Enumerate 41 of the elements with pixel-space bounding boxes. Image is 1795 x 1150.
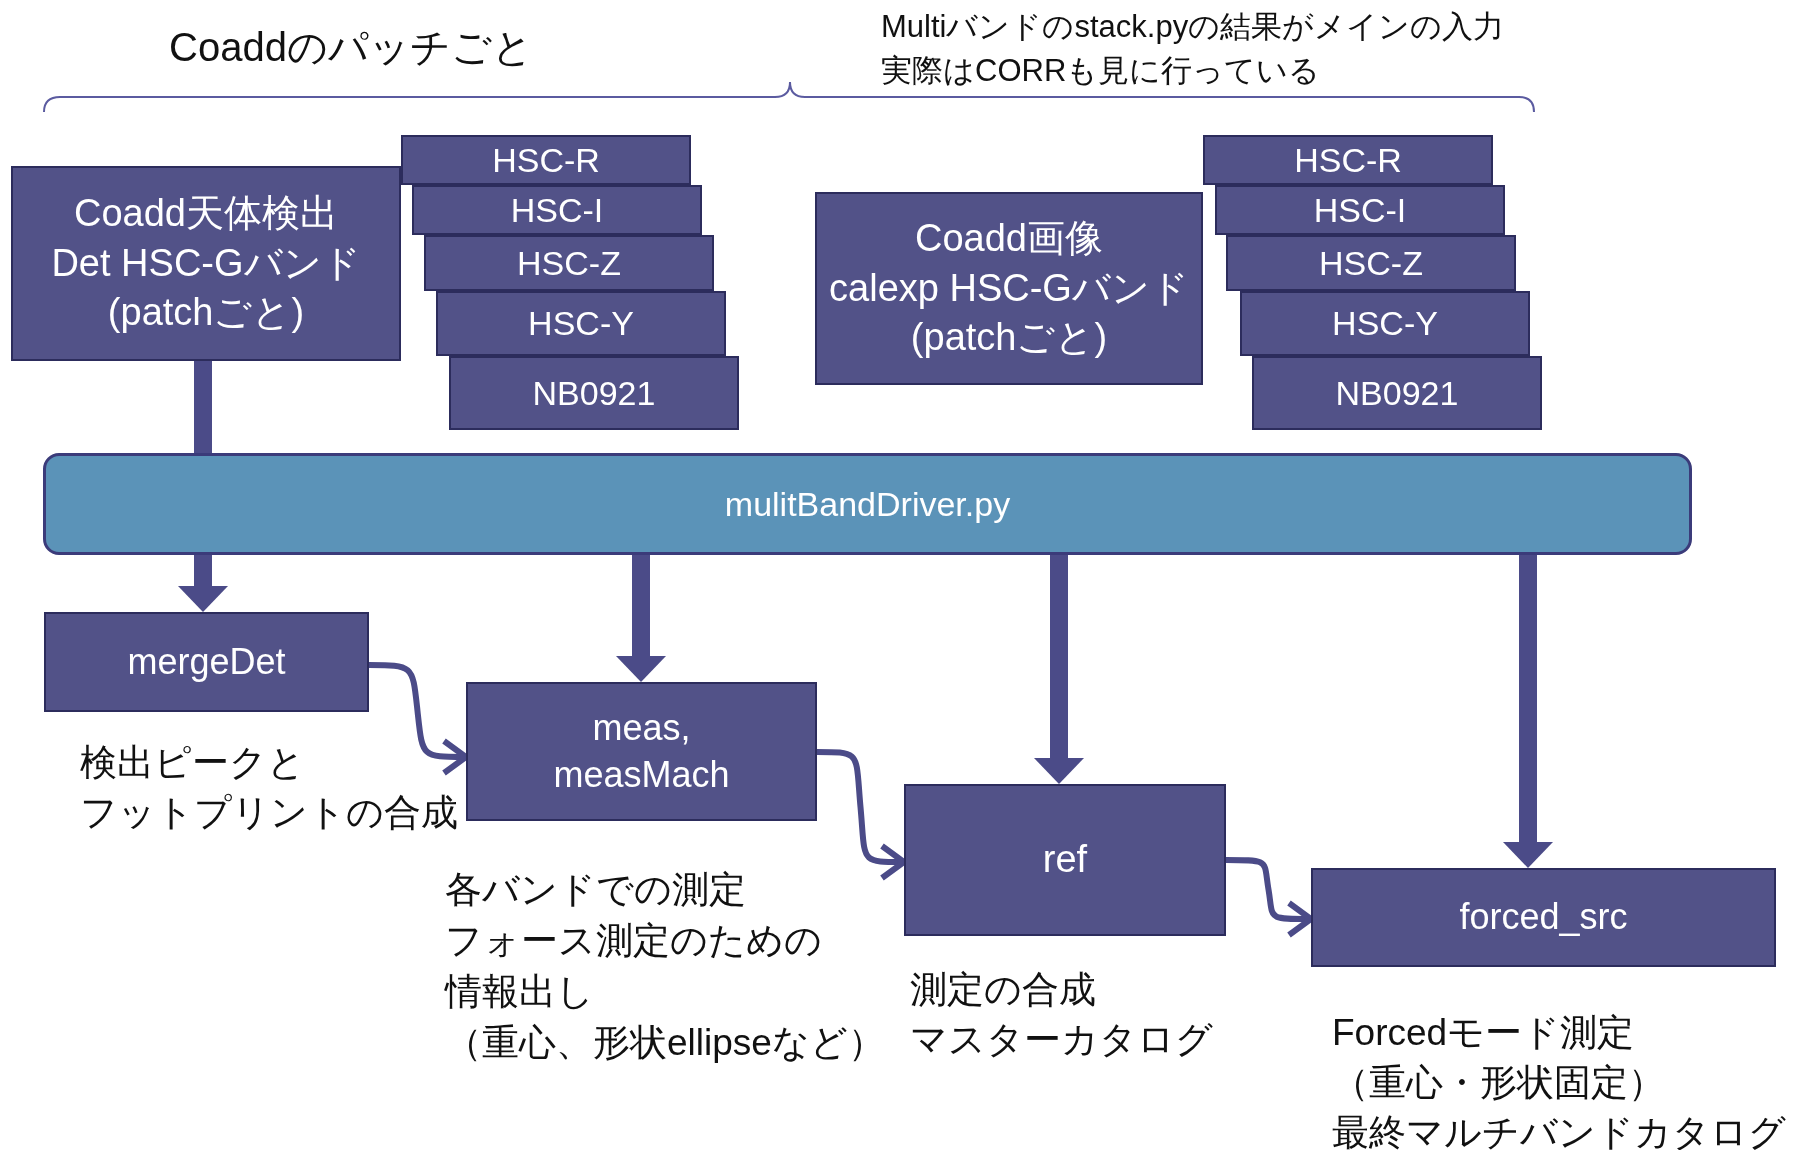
process-box bbox=[815, 192, 1203, 385]
box-text: Coadd天体検出 bbox=[74, 191, 338, 237]
box-text: (patchごと) bbox=[107, 290, 305, 336]
process-box: ref bbox=[904, 784, 1226, 936]
arrow bbox=[178, 555, 228, 612]
note-text: 実際はCORRも見に行っている bbox=[881, 52, 1321, 90]
band-box: HSC-Z bbox=[1226, 235, 1516, 291]
caption-text: 情報出し bbox=[445, 970, 594, 1014]
arrow bbox=[1034, 555, 1084, 784]
caption-text: 各バンドでの測定 bbox=[445, 868, 746, 912]
note-text: Multiバンドのstack.pyの結果がメインの入力 bbox=[881, 8, 1505, 46]
arrow bbox=[616, 555, 666, 682]
band-box: HSC-Y bbox=[1240, 291, 1530, 356]
band-box: HSC-R bbox=[1203, 135, 1493, 185]
band-box: HSC-Y bbox=[436, 291, 726, 356]
band-box: NB0921 bbox=[449, 356, 739, 430]
caption-text: 測定の合成 bbox=[910, 968, 1096, 1012]
caption-text: 最終マルチバンドカタログ bbox=[1332, 1111, 1786, 1150]
arrow bbox=[1503, 555, 1553, 868]
process-box: forced_src bbox=[1311, 868, 1776, 967]
band-box: HSC-I bbox=[412, 185, 702, 235]
process-box bbox=[11, 166, 401, 361]
box-text: Coadd画像 bbox=[915, 216, 1103, 262]
band-box: HSC-I bbox=[1215, 185, 1505, 235]
heading-text: Coaddのパッチごと bbox=[169, 24, 533, 71]
driver-bar: mulitBandDriver.py bbox=[43, 453, 1692, 555]
band-box: HSC-R bbox=[401, 135, 691, 185]
caption-text: マスターカタログ bbox=[910, 1018, 1213, 1062]
caption-text: （重心、形状ellipseなど） bbox=[445, 1021, 885, 1065]
band-box: HSC-Z bbox=[424, 235, 714, 291]
caption-text: 検出ピークと bbox=[80, 741, 305, 785]
caption-text: フォース測定のための bbox=[445, 919, 822, 963]
caption-text: Forcedモード測定 bbox=[1332, 1011, 1635, 1055]
box-text: (patchごと) bbox=[910, 315, 1108, 361]
process-box: meas, measMach bbox=[466, 682, 817, 821]
caption-text: （重心・形状固定） bbox=[1332, 1061, 1665, 1105]
process-box: mergeDet bbox=[44, 612, 369, 712]
caption-text: フットプリントの合成 bbox=[80, 791, 458, 835]
band-box: NB0921 bbox=[1252, 356, 1542, 430]
box-text: Det HSC-Gバンド bbox=[51, 240, 361, 286]
box-text: calexp HSC-Gバンド bbox=[829, 265, 1189, 311]
